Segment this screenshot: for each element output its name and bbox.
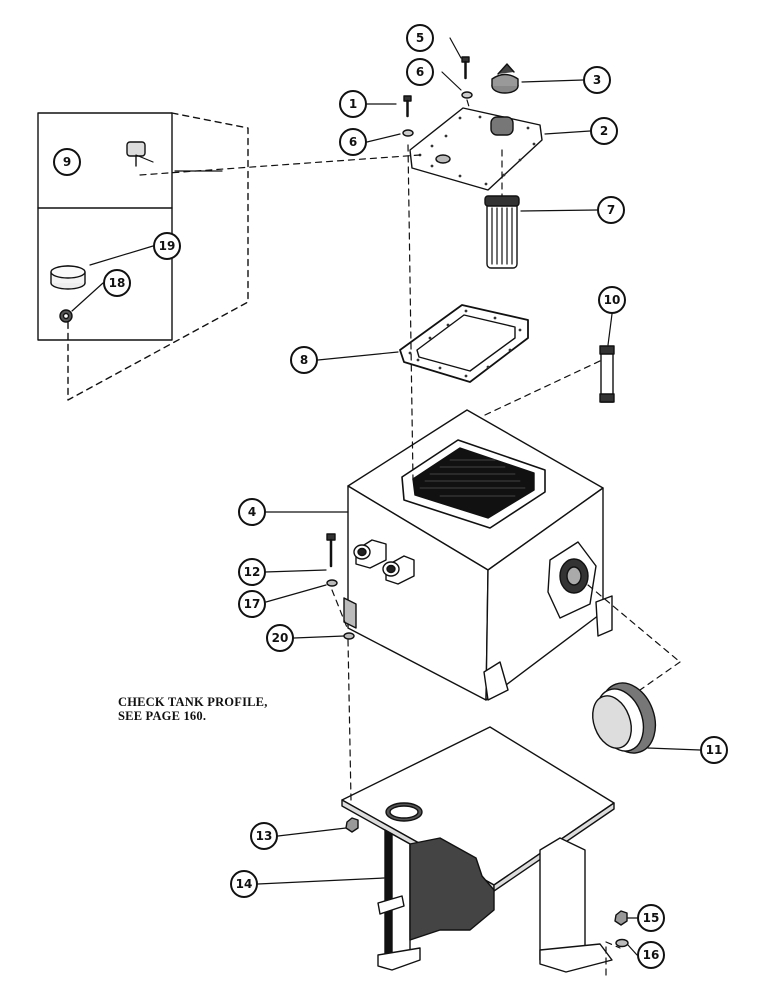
washer-part-20 <box>343 632 355 640</box>
callout-17: 17 <box>238 590 266 618</box>
callout-11: 11 <box>700 736 728 764</box>
svg-text:3: 3 <box>593 73 601 87</box>
svg-text:16: 16 <box>643 948 660 962</box>
svg-text:15: 15 <box>643 911 660 925</box>
mounting-bracket-part <box>341 726 615 973</box>
callout-4: 4 <box>238 498 266 526</box>
callout-10: 10 <box>598 286 626 314</box>
plug-cap-part <box>50 265 86 290</box>
svg-text:10: 10 <box>604 293 621 307</box>
washer-part-6a <box>402 129 414 137</box>
cleanout-cover-part <box>592 682 657 754</box>
callout-16: 16 <box>637 941 665 969</box>
filler-cap-part <box>491 63 519 94</box>
svg-text:7: 7 <box>607 203 615 217</box>
svg-text:19: 19 <box>159 239 176 253</box>
nut-part-15 <box>614 910 628 926</box>
inset-panel <box>37 112 249 401</box>
svg-text:6: 6 <box>416 65 424 79</box>
tank-profile-note: CHECK TANK PROFILE, SEE PAGE 160. <box>118 695 268 723</box>
hydraulic-tank-part <box>343 409 613 701</box>
callout-20: 20 <box>266 624 294 652</box>
washer-part-6b <box>461 91 473 99</box>
callout-7: 7 <box>597 196 625 224</box>
screw-part <box>59 309 73 323</box>
svg-text:4: 4 <box>248 505 256 519</box>
washer-part-16 <box>615 938 629 948</box>
callout-1: 1 <box>339 90 367 118</box>
callout-9: 9 <box>53 148 81 176</box>
note-line-1: CHECK TANK PROFILE, <box>118 695 268 709</box>
callout-2: 2 <box>590 117 618 145</box>
svg-text:6: 6 <box>349 135 357 149</box>
callout-12: 12 <box>238 558 266 586</box>
callout-8: 8 <box>290 346 318 374</box>
nut-part-13 <box>345 817 359 833</box>
breather-cap-part <box>126 141 146 167</box>
sight-gauge-part <box>599 345 615 403</box>
svg-text:20: 20 <box>272 631 289 645</box>
svg-text:12: 12 <box>244 565 261 579</box>
callout-5: 5 <box>406 24 434 52</box>
callout-15: 15 <box>637 904 665 932</box>
callout-13: 13 <box>250 822 278 850</box>
cover-plate-part <box>409 107 543 191</box>
leader-lines <box>71 37 701 956</box>
svg-text:13: 13 <box>256 829 273 843</box>
bolt-part-5 <box>461 56 470 80</box>
bolt-part-1 <box>403 95 412 118</box>
bolt-part-12 <box>326 533 336 568</box>
note-line-2: SEE PAGE 160. <box>118 709 207 723</box>
callout-6a: 6 <box>406 58 434 86</box>
svg-text:8: 8 <box>300 353 308 367</box>
lockwasher-part-17 <box>326 579 338 587</box>
callout-18: 18 <box>103 269 131 297</box>
filter-element-part <box>484 195 520 269</box>
callout-14: 14 <box>230 870 258 898</box>
assembly-lines <box>139 99 681 976</box>
svg-text:1: 1 <box>349 97 357 111</box>
callout-3: 3 <box>583 66 611 94</box>
svg-text:2: 2 <box>600 124 608 138</box>
svg-text:14: 14 <box>236 877 253 891</box>
svg-text:9: 9 <box>63 155 71 169</box>
callout-6b: 6 <box>339 128 367 156</box>
svg-text:5: 5 <box>416 31 424 45</box>
svg-text:18: 18 <box>109 276 126 290</box>
svg-text:17: 17 <box>244 597 261 611</box>
svg-text:11: 11 <box>706 743 723 757</box>
gasket-part <box>399 304 529 383</box>
callout-19: 19 <box>153 232 181 260</box>
